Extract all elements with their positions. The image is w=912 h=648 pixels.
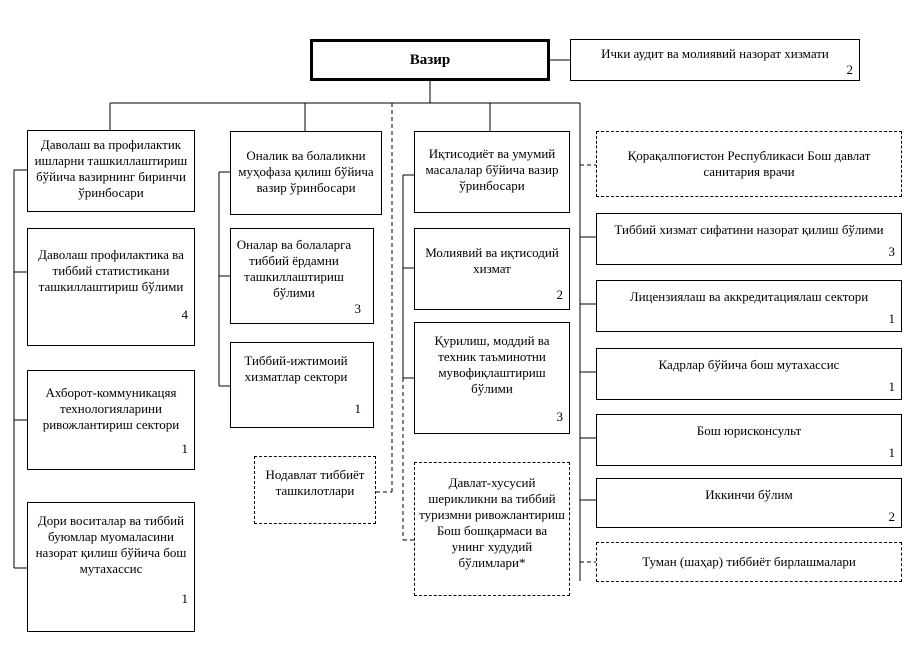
col1-unit-label: Ахборот-коммуникацяя технологияларини ри… xyxy=(42,385,180,432)
col4-unit-box: Лицензиялаш ва аккредитациялаш сектори 1 xyxy=(596,280,902,332)
col4-unit-box: Тиббий хизмат сифатини назорат қилиш бўл… xyxy=(596,213,902,265)
col4-district-label: Туман (шаҳар) тиббиёт бирлашмалари xyxy=(642,554,856,569)
col3-unit-label: Қурилиш, моддий ва техник таъминотни мув… xyxy=(434,333,550,396)
col4-unit-box: Иккинчи бўлим 2 xyxy=(596,478,902,528)
col3-unit-number: 3 xyxy=(556,409,564,424)
col1-unit-label: Даволаш профилактика ва тиббий статистик… xyxy=(38,247,184,294)
col3-deputy-label: Иқтисодиёт ва умумий масалалар бўйича ва… xyxy=(425,146,559,193)
col4-unit-number: 3 xyxy=(888,244,896,259)
col3-ppp-label: Давлат-хусусий шерикликни ва тиббий тури… xyxy=(419,475,565,570)
internal-audit-number: 2 xyxy=(846,62,854,77)
col1-unit-number: 1 xyxy=(181,591,189,606)
minister-label: Вазир xyxy=(409,52,451,68)
col1-unit-box: Ахборот-коммуникацяя технологияларини ри… xyxy=(27,370,195,470)
col4-sanitary-label: Қорақалпоғистон Республикаси Бош давлат … xyxy=(627,148,871,179)
col4-unit-box: Кадрлар бўйича бош мутахассис 1 xyxy=(596,348,902,400)
col1-unit-number: 4 xyxy=(181,307,189,322)
col2-unit-label: Тиббий-ижтимоий хизматлар сектори xyxy=(244,353,348,384)
col4-sanitary-box: Қорақалпоғистон Республикаси Бош давлат … xyxy=(596,131,902,197)
col1-unit-box: Дори воситалар ва тиббий буюмлар муомала… xyxy=(27,502,195,632)
col1-unit-number: 1 xyxy=(181,441,189,456)
col3-deputy-box: Иқтисодиёт ва умумий масалалар бўйича ва… xyxy=(414,131,570,213)
col2-unit-number: 3 xyxy=(354,301,362,316)
col4-district-box: Туман (шаҳар) тиббиёт бирлашмалари xyxy=(596,542,902,582)
internal-audit-label: Ички аудит ва молиявий назорат хизмати xyxy=(601,46,829,61)
col1-deputy-box: Даволаш ва профилактик ишларни ташкиллаш… xyxy=(27,130,195,212)
col4-unit-box: Бош юрисконсульт 1 xyxy=(596,414,902,466)
internal-audit-box: Ички аудит ва молиявий назорат хизмати 2 xyxy=(570,39,860,81)
col2-unit-box: Тиббий-ижтимоий хизматлар сектори 1 xyxy=(230,342,374,428)
col2-nongov-label: Нодавлат тиббиёт ташкилотлари xyxy=(265,467,365,498)
col3-unit-number: 2 xyxy=(556,287,564,302)
col3-unit-box: Қурилиш, моддий ва техник таъминотни мув… xyxy=(414,322,570,434)
col4-unit-label: Бош юрисконсульт xyxy=(696,423,802,438)
minister-box: Вазир xyxy=(310,39,550,81)
col4-unit-label: Иккинчи бўлим xyxy=(705,487,793,502)
col2-unit-label: Оналар ва болаларга тиббий ёрдамни ташки… xyxy=(236,237,352,300)
col1-deputy-label: Даволаш ва профилактик ишларни ташкиллаш… xyxy=(34,137,188,200)
col4-unit-label: Лицензиялаш ва аккредитациялаш сектори xyxy=(629,289,869,304)
col1-unit-box: Даволаш профилактика ва тиббий статистик… xyxy=(27,228,195,346)
col3-ppp-box: Давлат-хусусий шерикликни ва тиббий тури… xyxy=(414,462,570,596)
col4-unit-number: 1 xyxy=(888,379,896,394)
col4-unit-label: Кадрлар бўйича бош мутахассис xyxy=(658,357,840,372)
col2-unit-number: 1 xyxy=(354,401,362,416)
col4-unit-label: Тиббий хизмат сифатини назорат қилиш бўл… xyxy=(614,222,884,237)
col2-nongov-box: Нодавлат тиббиёт ташкилотлари xyxy=(254,456,376,524)
col2-deputy-label: Оналик ва болаликни муҳофаза қилиш бўйич… xyxy=(238,148,374,195)
col4-unit-number: 1 xyxy=(888,445,896,460)
col3-unit-box: Молиявий ва иқтисодий хизмат 2 xyxy=(414,228,570,310)
col4-unit-number: 1 xyxy=(888,311,896,326)
col3-unit-label: Молиявий ва иқтисодий хизмат xyxy=(425,245,559,276)
col2-deputy-box: Оналик ва болаликни муҳофаза қилиш бўйич… xyxy=(230,131,382,215)
col1-unit-label: Дори воситалар ва тиббий буюмлар муомала… xyxy=(35,513,187,576)
col4-unit-number: 2 xyxy=(888,509,896,524)
col2-unit-box: Оналар ва болаларга тиббий ёрдамни ташки… xyxy=(230,228,374,324)
